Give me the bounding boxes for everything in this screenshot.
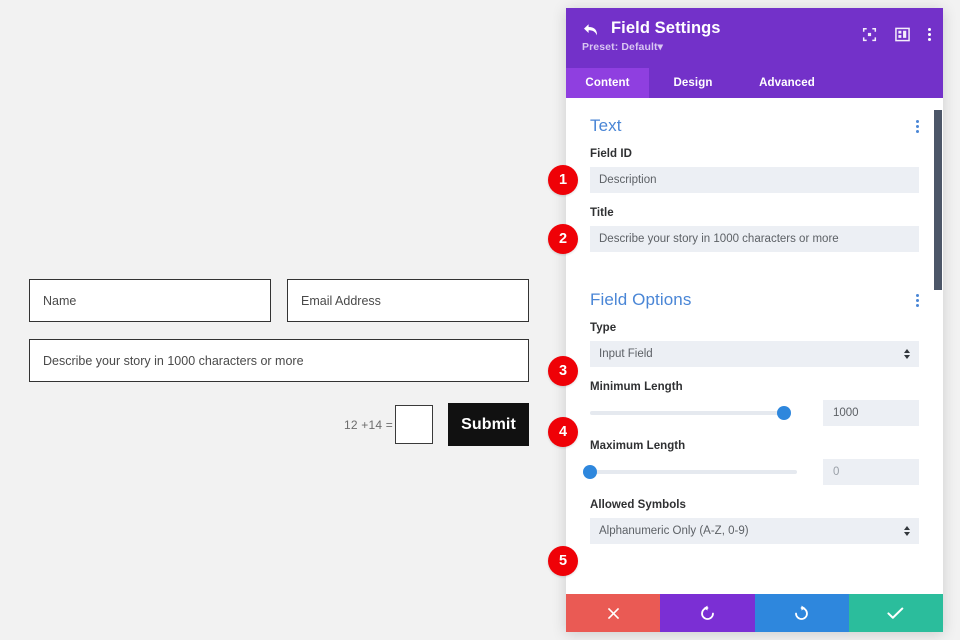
section-title-text: Text bbox=[590, 116, 622, 135]
select-type[interactable]: Input Field bbox=[590, 341, 919, 367]
input-title[interactable]: Describe your story in 1000 characters o… bbox=[590, 226, 919, 252]
slider-row-minimum-length: 1000 bbox=[590, 400, 919, 426]
step-badge-4: 4 bbox=[548, 417, 578, 447]
message-placeholder: Describe your story in 1000 characters o… bbox=[43, 353, 304, 368]
label-type: Type bbox=[590, 322, 617, 334]
form-row-top: Name Email Address bbox=[29, 279, 529, 322]
step-badge-1: 1 bbox=[548, 165, 578, 195]
field-settings-panel: Field Settings Preset: Default▾ bbox=[566, 8, 943, 632]
panel-header-icons bbox=[862, 27, 931, 42]
slider-track-minimum-length[interactable] bbox=[590, 406, 791, 420]
panel-header-title-row: Field Settings bbox=[582, 19, 929, 38]
step-badge-2: 2 bbox=[548, 224, 578, 254]
submit-button[interactable]: Submit bbox=[448, 403, 529, 446]
label-title: Title bbox=[590, 207, 614, 219]
name-input[interactable]: Name bbox=[29, 279, 271, 322]
input-title-value: Describe your story in 1000 characters o… bbox=[599, 233, 839, 245]
label-field-id: Field ID bbox=[590, 148, 632, 160]
input-field-id[interactable]: Description bbox=[590, 167, 919, 193]
redo-button[interactable] bbox=[754, 594, 849, 632]
back-arrow-icon[interactable] bbox=[582, 22, 600, 38]
field-group-type: Type Input Field bbox=[590, 322, 919, 367]
layout-view-icon[interactable] bbox=[895, 27, 910, 42]
value-minimum-length-text: 1000 bbox=[833, 407, 859, 419]
panel-title: Field Settings bbox=[611, 19, 721, 37]
slider-track-maximum-length[interactable] bbox=[583, 465, 797, 479]
value-maximum-length[interactable]: 0 bbox=[823, 459, 919, 485]
cancel-button[interactable] bbox=[566, 594, 661, 632]
captcha-row: 12 +14 = Submit bbox=[29, 403, 529, 446]
section-header-text: Text bbox=[590, 116, 919, 136]
contact-form: Name Email Address Describe your story i… bbox=[29, 279, 529, 446]
label-minimum-length: Minimum Length bbox=[590, 381, 683, 393]
more-options-icon[interactable] bbox=[928, 28, 931, 41]
label-allowed-symbols: Allowed Symbols bbox=[590, 499, 686, 511]
value-maximum-length-text: 0 bbox=[833, 466, 840, 478]
value-minimum-length[interactable]: 1000 bbox=[823, 400, 919, 426]
section-spacer bbox=[590, 266, 919, 290]
panel-scrollbar[interactable] bbox=[934, 110, 942, 290]
slider-row-maximum-length: 0 bbox=[583, 459, 919, 485]
tab-advanced[interactable]: Advanced bbox=[759, 77, 815, 89]
slider-minimum-length[interactable] bbox=[590, 405, 791, 421]
label-maximum-length: Maximum Length bbox=[590, 440, 686, 452]
preset-label: Preset: Default bbox=[582, 41, 658, 53]
select-allowed-symbols[interactable]: Alphanumeric Only (A-Z, 0-9) bbox=[590, 518, 919, 544]
captcha-question-label: 12 +14 = bbox=[344, 417, 393, 432]
captcha-input[interactable] bbox=[395, 405, 433, 444]
email-input-placeholder: Email Address bbox=[301, 293, 381, 308]
message-textarea[interactable]: Describe your story in 1000 characters o… bbox=[29, 339, 529, 382]
select-type-value: Input Field bbox=[599, 348, 653, 360]
panel-scroll-content: Text Field ID Description Title Describe… bbox=[566, 98, 943, 568]
select-arrows-icon bbox=[904, 526, 910, 536]
slider-knob-maximum-length[interactable] bbox=[583, 465, 597, 479]
input-field-id-value: Description bbox=[599, 174, 657, 186]
step-badge-5: 5 bbox=[548, 546, 578, 576]
save-button[interactable] bbox=[848, 594, 943, 632]
field-group-allowed-symbols: Allowed Symbols Alphanumeric Only (A-Z, … bbox=[590, 499, 919, 544]
preset-selector[interactable]: Preset: Default▾ bbox=[582, 41, 929, 53]
preset-caret-icon: ▾ bbox=[657, 41, 663, 53]
section-more-icon-field-options[interactable] bbox=[916, 293, 919, 307]
panel-footer bbox=[566, 594, 943, 632]
panel-body: Text Field ID Description Title Describe… bbox=[566, 98, 943, 594]
panel-header: Field Settings Preset: Default▾ bbox=[566, 8, 943, 68]
focus-view-icon[interactable] bbox=[862, 27, 877, 42]
select-allowed-symbols-value: Alphanumeric Only (A-Z, 0-9) bbox=[599, 525, 749, 537]
select-arrows-icon bbox=[904, 349, 910, 359]
section-header-field-options: Field Options bbox=[590, 290, 919, 310]
panel-tab-bar: Content Design Advanced bbox=[566, 68, 943, 98]
slider-knob-minimum-length[interactable] bbox=[777, 406, 791, 420]
section-more-icon-text[interactable] bbox=[916, 119, 919, 133]
field-group-maximum-length: Maximum Length 0 bbox=[583, 440, 919, 485]
slider-maximum-length[interactable] bbox=[583, 464, 797, 480]
section-title-field-options: Field Options bbox=[590, 290, 692, 309]
field-group-title: Title Describe your story in 1000 charac… bbox=[590, 207, 919, 252]
field-group-minimum-length: Minimum Length 1000 bbox=[590, 381, 919, 426]
tab-design[interactable]: Design bbox=[673, 77, 713, 89]
email-input[interactable]: Email Address bbox=[287, 279, 529, 322]
step-badge-3: 3 bbox=[548, 356, 578, 386]
field-group-field-id: Field ID Description bbox=[590, 148, 919, 193]
tab-content[interactable]: Content bbox=[566, 68, 649, 98]
name-input-placeholder: Name bbox=[43, 293, 77, 308]
undo-button[interactable] bbox=[660, 594, 755, 632]
